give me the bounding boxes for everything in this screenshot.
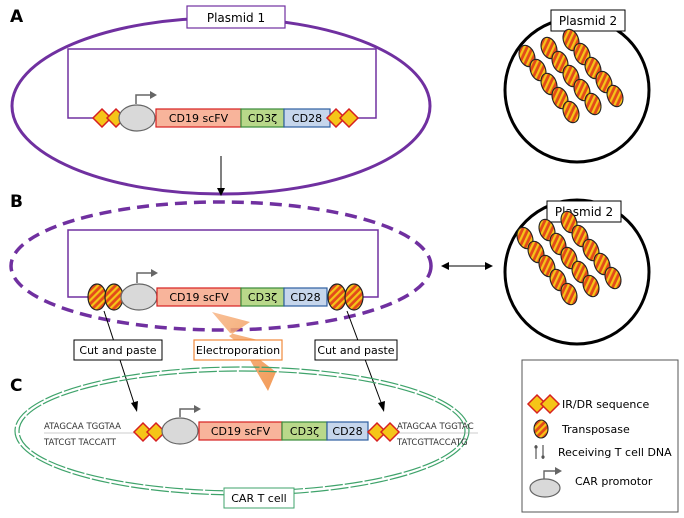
legend-receiving-dna-icon: [534, 445, 545, 459]
dna-right-bottom: TATCGTTACCATG: [396, 438, 468, 448]
gene-cd19-scfv-label: CD19 scFV: [169, 112, 229, 125]
gene-cd28-label: CD28: [292, 112, 322, 125]
transposase-icon: [560, 282, 578, 306]
legend-ir-dr-label: IR/DR sequence: [562, 398, 649, 411]
double-arrow-left-icon: [441, 262, 449, 270]
car-promoter-icon-b: [120, 269, 158, 311]
legend-car-promoter-icon: [529, 467, 562, 498]
legend-transposase-label: Transposase: [561, 423, 630, 436]
plasmid-1-label-box: Plasmid 1: [186, 5, 286, 29]
cut-paste-left-arrow-icon: [131, 401, 138, 412]
down-arrow-icon: [217, 188, 225, 196]
plasmid-2-top-label-box: Plasmid 2: [550, 9, 626, 32]
cut-paste-right-label: Cut and paste: [317, 344, 394, 357]
double-arrow-right-icon: [485, 262, 493, 270]
plasmid-1-dashed-outline: [9, 200, 433, 332]
transposase-icon: [582, 274, 600, 298]
transposase-icon: [584, 92, 602, 116]
panel-label-c: C: [10, 376, 22, 396]
plasmid-1-backbone: [67, 48, 377, 119]
gene-cd28-c-label: CD28: [332, 425, 362, 438]
receiving-dna-left: ATAGCAA TGGTAA TATCGT TACCATT: [43, 422, 121, 448]
dna-right-top: ATAGCAA TGGTAC: [397, 422, 474, 432]
car-promoter-icon-c: [161, 405, 201, 445]
car-t-cell-label-box: CAR T cell: [223, 487, 295, 509]
gene-cd3z-c-label: CD3ζ: [290, 425, 319, 438]
gene-cd3z-b-label: CD3ζ: [248, 291, 277, 304]
cut-paste-right-arrow-icon: [378, 401, 385, 412]
gene-cd28-b: CD28: [283, 287, 328, 307]
transposase-cluster-top: [518, 28, 624, 124]
cut-paste-left-box: Cut and paste: [73, 339, 163, 361]
gene-cd19-scfv: CD19 scFV: [155, 108, 242, 128]
gene-cd28: CD28: [283, 108, 331, 128]
legend-receiving-label: Receiving T cell DNA: [558, 446, 672, 459]
electroporation-label-box: Electroporation: [193, 339, 283, 361]
plasmid-1-label: Plasmid 1: [207, 11, 265, 25]
transposase-icon: [562, 100, 580, 124]
car-t-cell-label: CAR T cell: [231, 492, 287, 505]
gene-cd3z-label: CD3ζ: [248, 112, 277, 125]
gene-cd19-scfv-b-label: CD19 scFV: [169, 291, 229, 304]
gene-cd3z-c: CD3ζ: [281, 421, 328, 441]
gene-cd3z-b: CD3ζ: [240, 287, 285, 307]
transposase-icon: [606, 84, 624, 108]
ir-dr-sequence-c-left: [132, 421, 167, 443]
panel-label-a: A: [10, 7, 24, 27]
gene-cd19-scfv-b: CD19 scFV: [156, 287, 242, 307]
plasmid-2-mid-label-box: Plasmid 2: [546, 200, 622, 223]
transposase-bound-left: [87, 283, 124, 311]
legend-ir-dr-icon: [526, 393, 561, 415]
gene-cd19-scfv-c: CD19 scFV: [198, 421, 283, 441]
cut-paste-right-box: Cut and paste: [314, 339, 398, 361]
legend-transposase-icon: [533, 419, 549, 439]
transposase-icon: [604, 266, 622, 290]
gene-cd3z: CD3ζ: [240, 108, 285, 128]
plasmid-b-backbone: [67, 229, 379, 298]
receiving-dna-right: ATAGCAA TGGTAC TATCGTTACCATG: [396, 422, 474, 448]
plasmid-2-top-label: Plasmid 2: [559, 14, 617, 28]
electroporation-label: Electroporation: [196, 344, 280, 357]
transposase-cluster-mid: [516, 210, 622, 306]
panel-label-b: B: [10, 192, 23, 212]
gene-cd19-scfv-c-label: CD19 scFV: [211, 425, 271, 438]
car-promoter-icon: [118, 91, 157, 132]
transposase-bound-right: [327, 283, 364, 311]
legend-promotor-label: CAR promotor: [575, 475, 653, 488]
ir-dr-sequence-right: [325, 107, 360, 129]
dna-left-top: ATAGCAA TGGTAA: [44, 422, 121, 432]
gene-cd28-c: CD28: [326, 421, 369, 441]
cut-paste-left-label: Cut and paste: [79, 344, 156, 357]
gene-cd28-b-label: CD28: [290, 291, 320, 304]
dna-left-bottom: TATCGT TACCATT: [43, 438, 117, 448]
ir-dr-sequence-c-right: [366, 421, 401, 443]
